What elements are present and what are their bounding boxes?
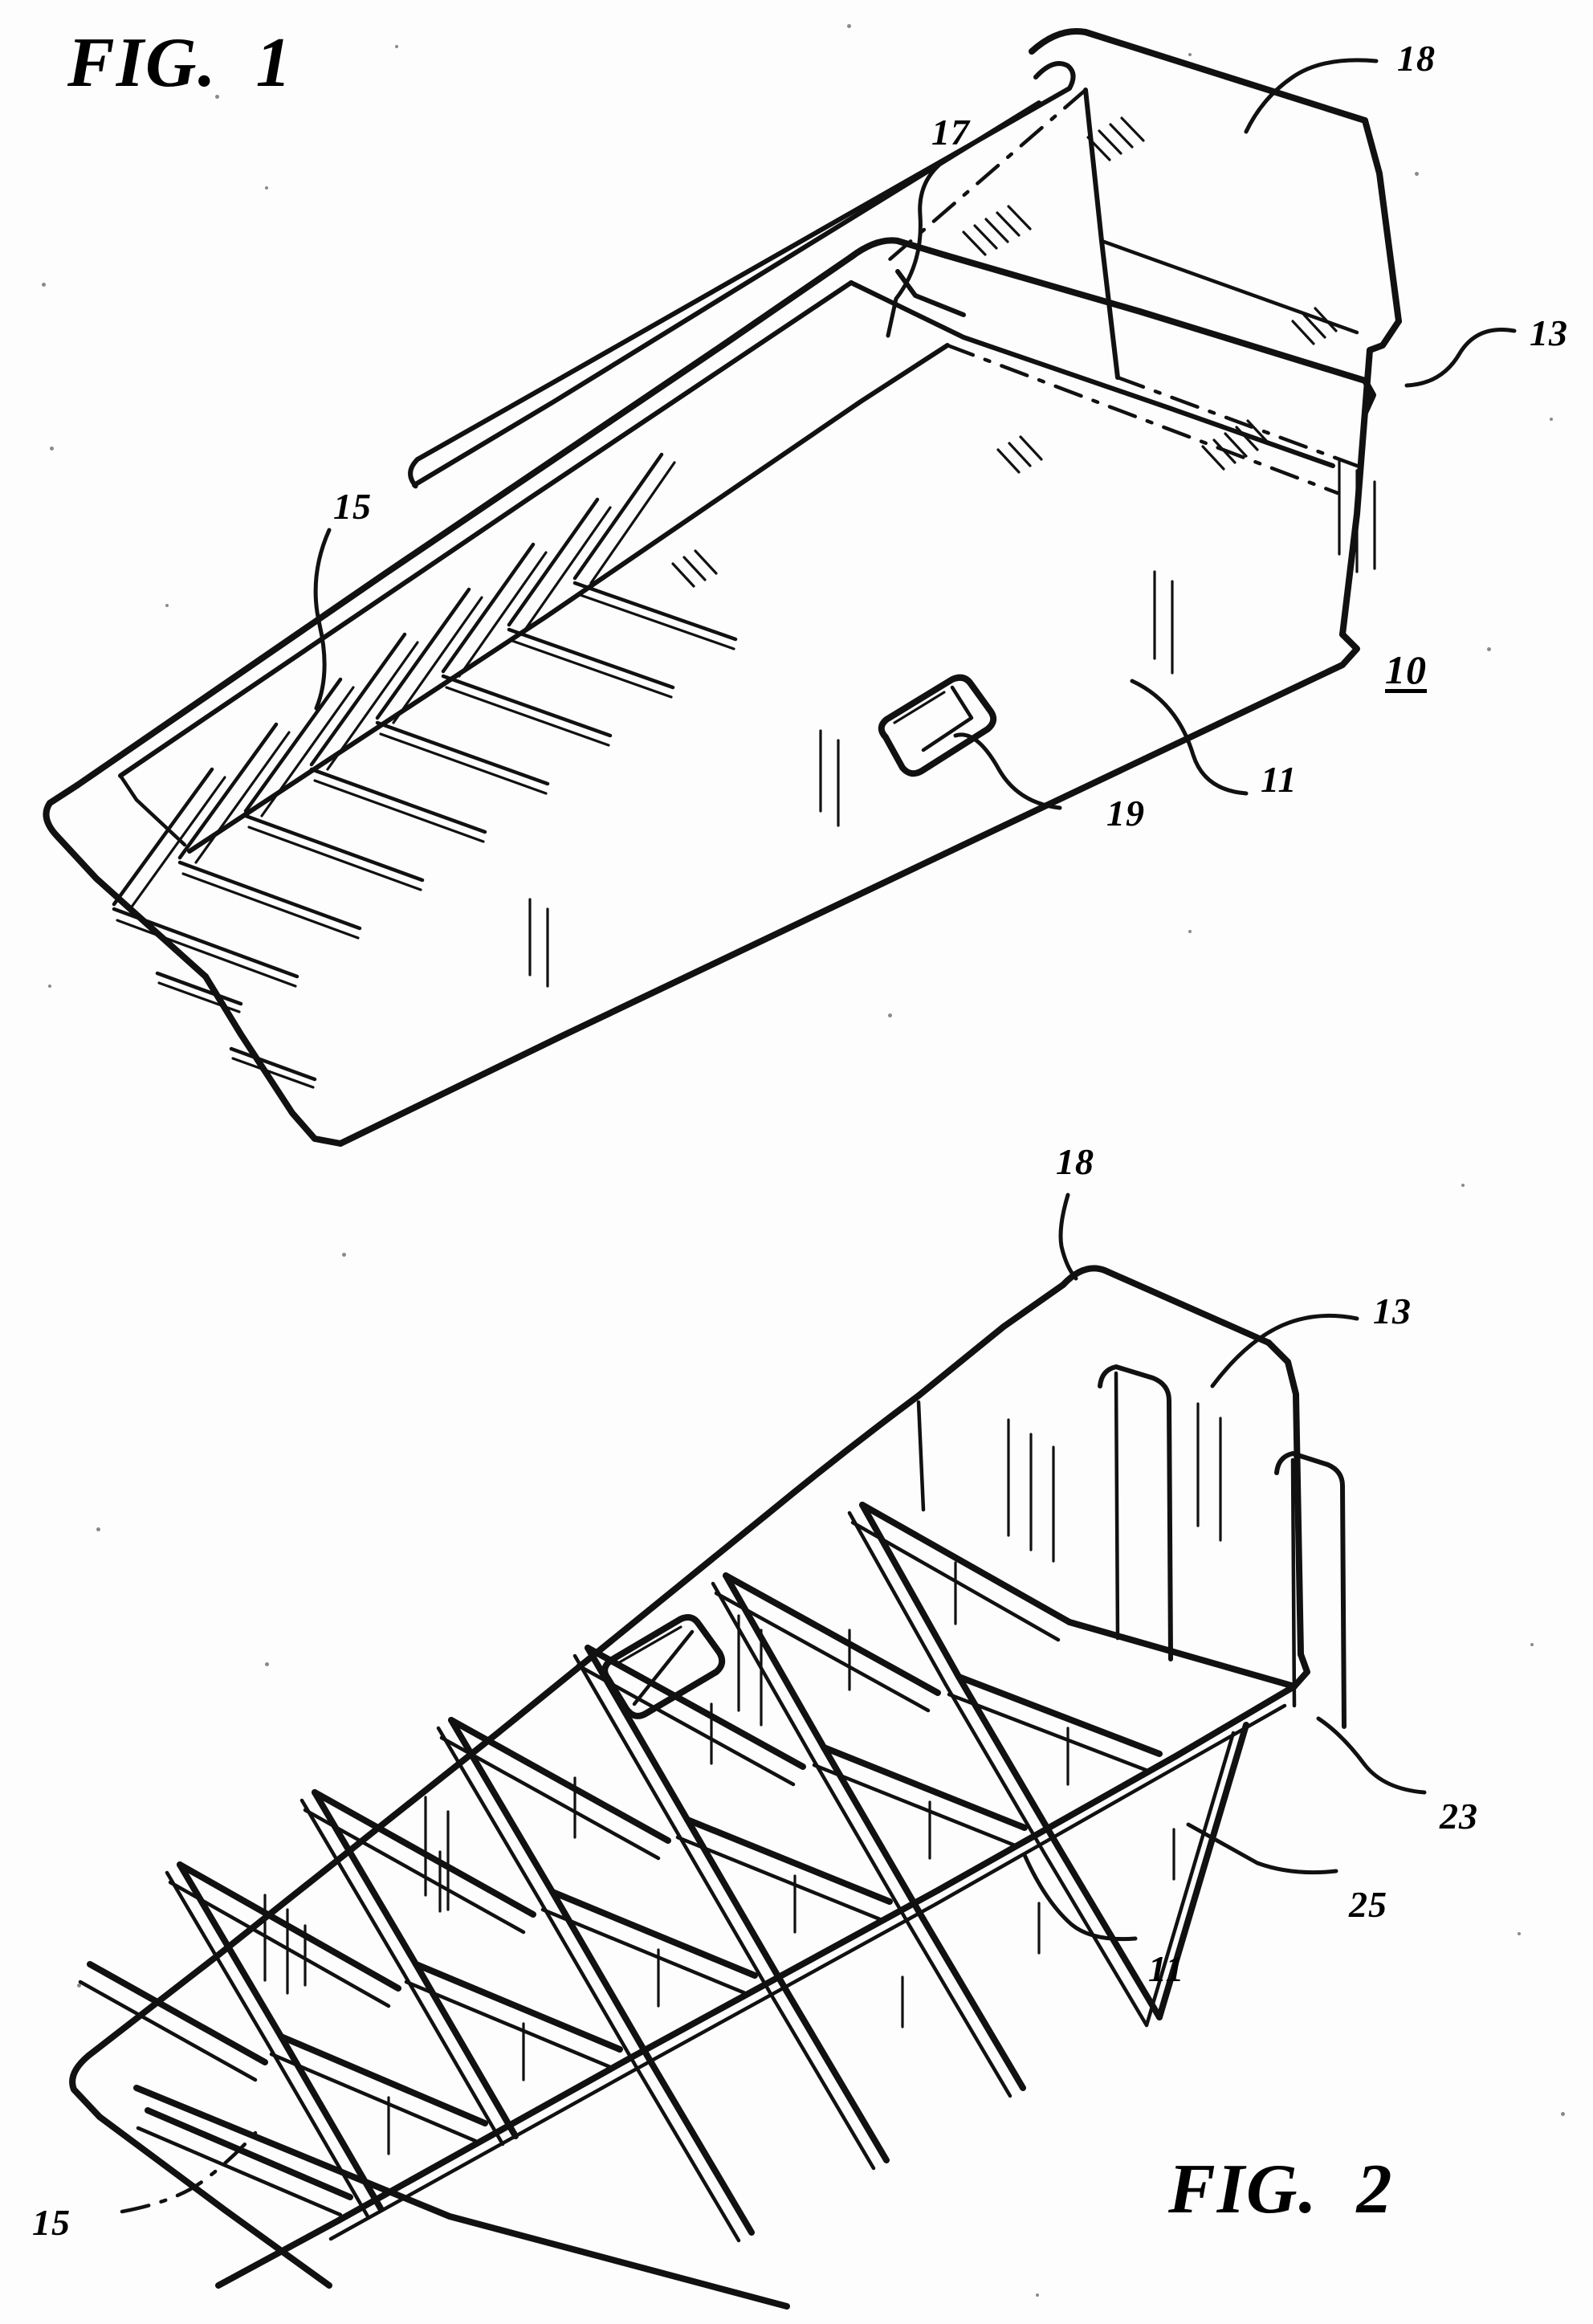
fig1-tread-ribs [112, 452, 738, 1089]
fig2-leader-lines [120, 1193, 1427, 2214]
scan-speck [395, 45, 398, 48]
ref-numeral-11-fig2: 11 [1148, 1948, 1185, 1989]
ref-numeral-10: 10 [1385, 647, 1427, 692]
scan-speck [165, 604, 169, 607]
scan-speck [42, 283, 46, 287]
fig1-shading-hatch [528, 116, 1376, 988]
ref-numeral-17: 17 [931, 112, 970, 153]
ref-numeral-15: 15 [333, 486, 372, 527]
scan-speck [1188, 53, 1192, 56]
leader-19 [953, 732, 1062, 810]
ref-numeral-19: 19 [1106, 793, 1145, 834]
leader-13-fig2 [1210, 1313, 1359, 1388]
fig1-leader-lines [313, 58, 1517, 810]
ref-numeral-11: 11 [1261, 759, 1298, 800]
fig1-hand-hold [878, 674, 997, 777]
leader-23 [1316, 1716, 1427, 1795]
leader-15 [313, 528, 332, 711]
scan-speck [847, 24, 851, 28]
scan-speck [96, 1527, 100, 1531]
scan-speck [50, 446, 54, 451]
fig1-ramp-outline [43, 28, 1402, 1147]
ref-numeral-13-fig2: 13 [1373, 1290, 1412, 1331]
fig2-hand-hold [601, 1614, 726, 1719]
leader-13 [1404, 328, 1517, 388]
leader-11-fig2 [1022, 1853, 1138, 1942]
scan-speck [1188, 930, 1192, 933]
scan-speck [1415, 172, 1419, 176]
scan-speck [342, 1253, 346, 1257]
figure-1-caption: FIG. 1 [67, 24, 293, 102]
scan-speck [77, 1984, 81, 1988]
scan-speck [1036, 2293, 1039, 2297]
scan-speck [1561, 2112, 1565, 2116]
scan-speck [1550, 418, 1553, 421]
scan-speck [1530, 1643, 1534, 1646]
scan-speck [48, 985, 51, 988]
ref-numeral-23: 23 [1440, 1796, 1478, 1837]
fig1-deck-surface [118, 269, 1340, 854]
leader-11 [1130, 679, 1249, 796]
fig2-shading-hatch [263, 1402, 1222, 2155]
ref-numeral-13: 13 [1530, 312, 1568, 353]
leader-17 [886, 149, 963, 338]
ref-numeral-18-fig2: 18 [1056, 1141, 1094, 1182]
leader-18-fig2 [1058, 1193, 1078, 1281]
leader-15-fig2 [120, 2130, 258, 2214]
scan-speck [1518, 1932, 1521, 1935]
scan-speck [888, 1013, 892, 1017]
scan-speck [1487, 647, 1491, 651]
fig2-ramp-outline [69, 1265, 1310, 2310]
fig2-rear-wall [916, 1364, 1347, 1729]
scan-speck [265, 186, 268, 190]
figure-2-artwork [69, 1265, 1347, 2310]
ref-numeral-18: 18 [1397, 38, 1436, 79]
fig2-rib-grid [78, 1502, 1249, 2243]
figure-1-artwork [43, 28, 1402, 1147]
scan-speck [215, 95, 219, 99]
leader-25 [1186, 1822, 1338, 1875]
ref-numeral-25: 25 [1349, 1884, 1387, 1925]
scan-speck [265, 1662, 269, 1666]
ref-numeral-15-fig2: 15 [32, 2202, 71, 2243]
fig1-side-rail [408, 61, 1076, 489]
leader-18 [1244, 58, 1379, 134]
scan-speck [1461, 1184, 1465, 1187]
figure-2-caption: FIG. 2 [1168, 2151, 1394, 2228]
